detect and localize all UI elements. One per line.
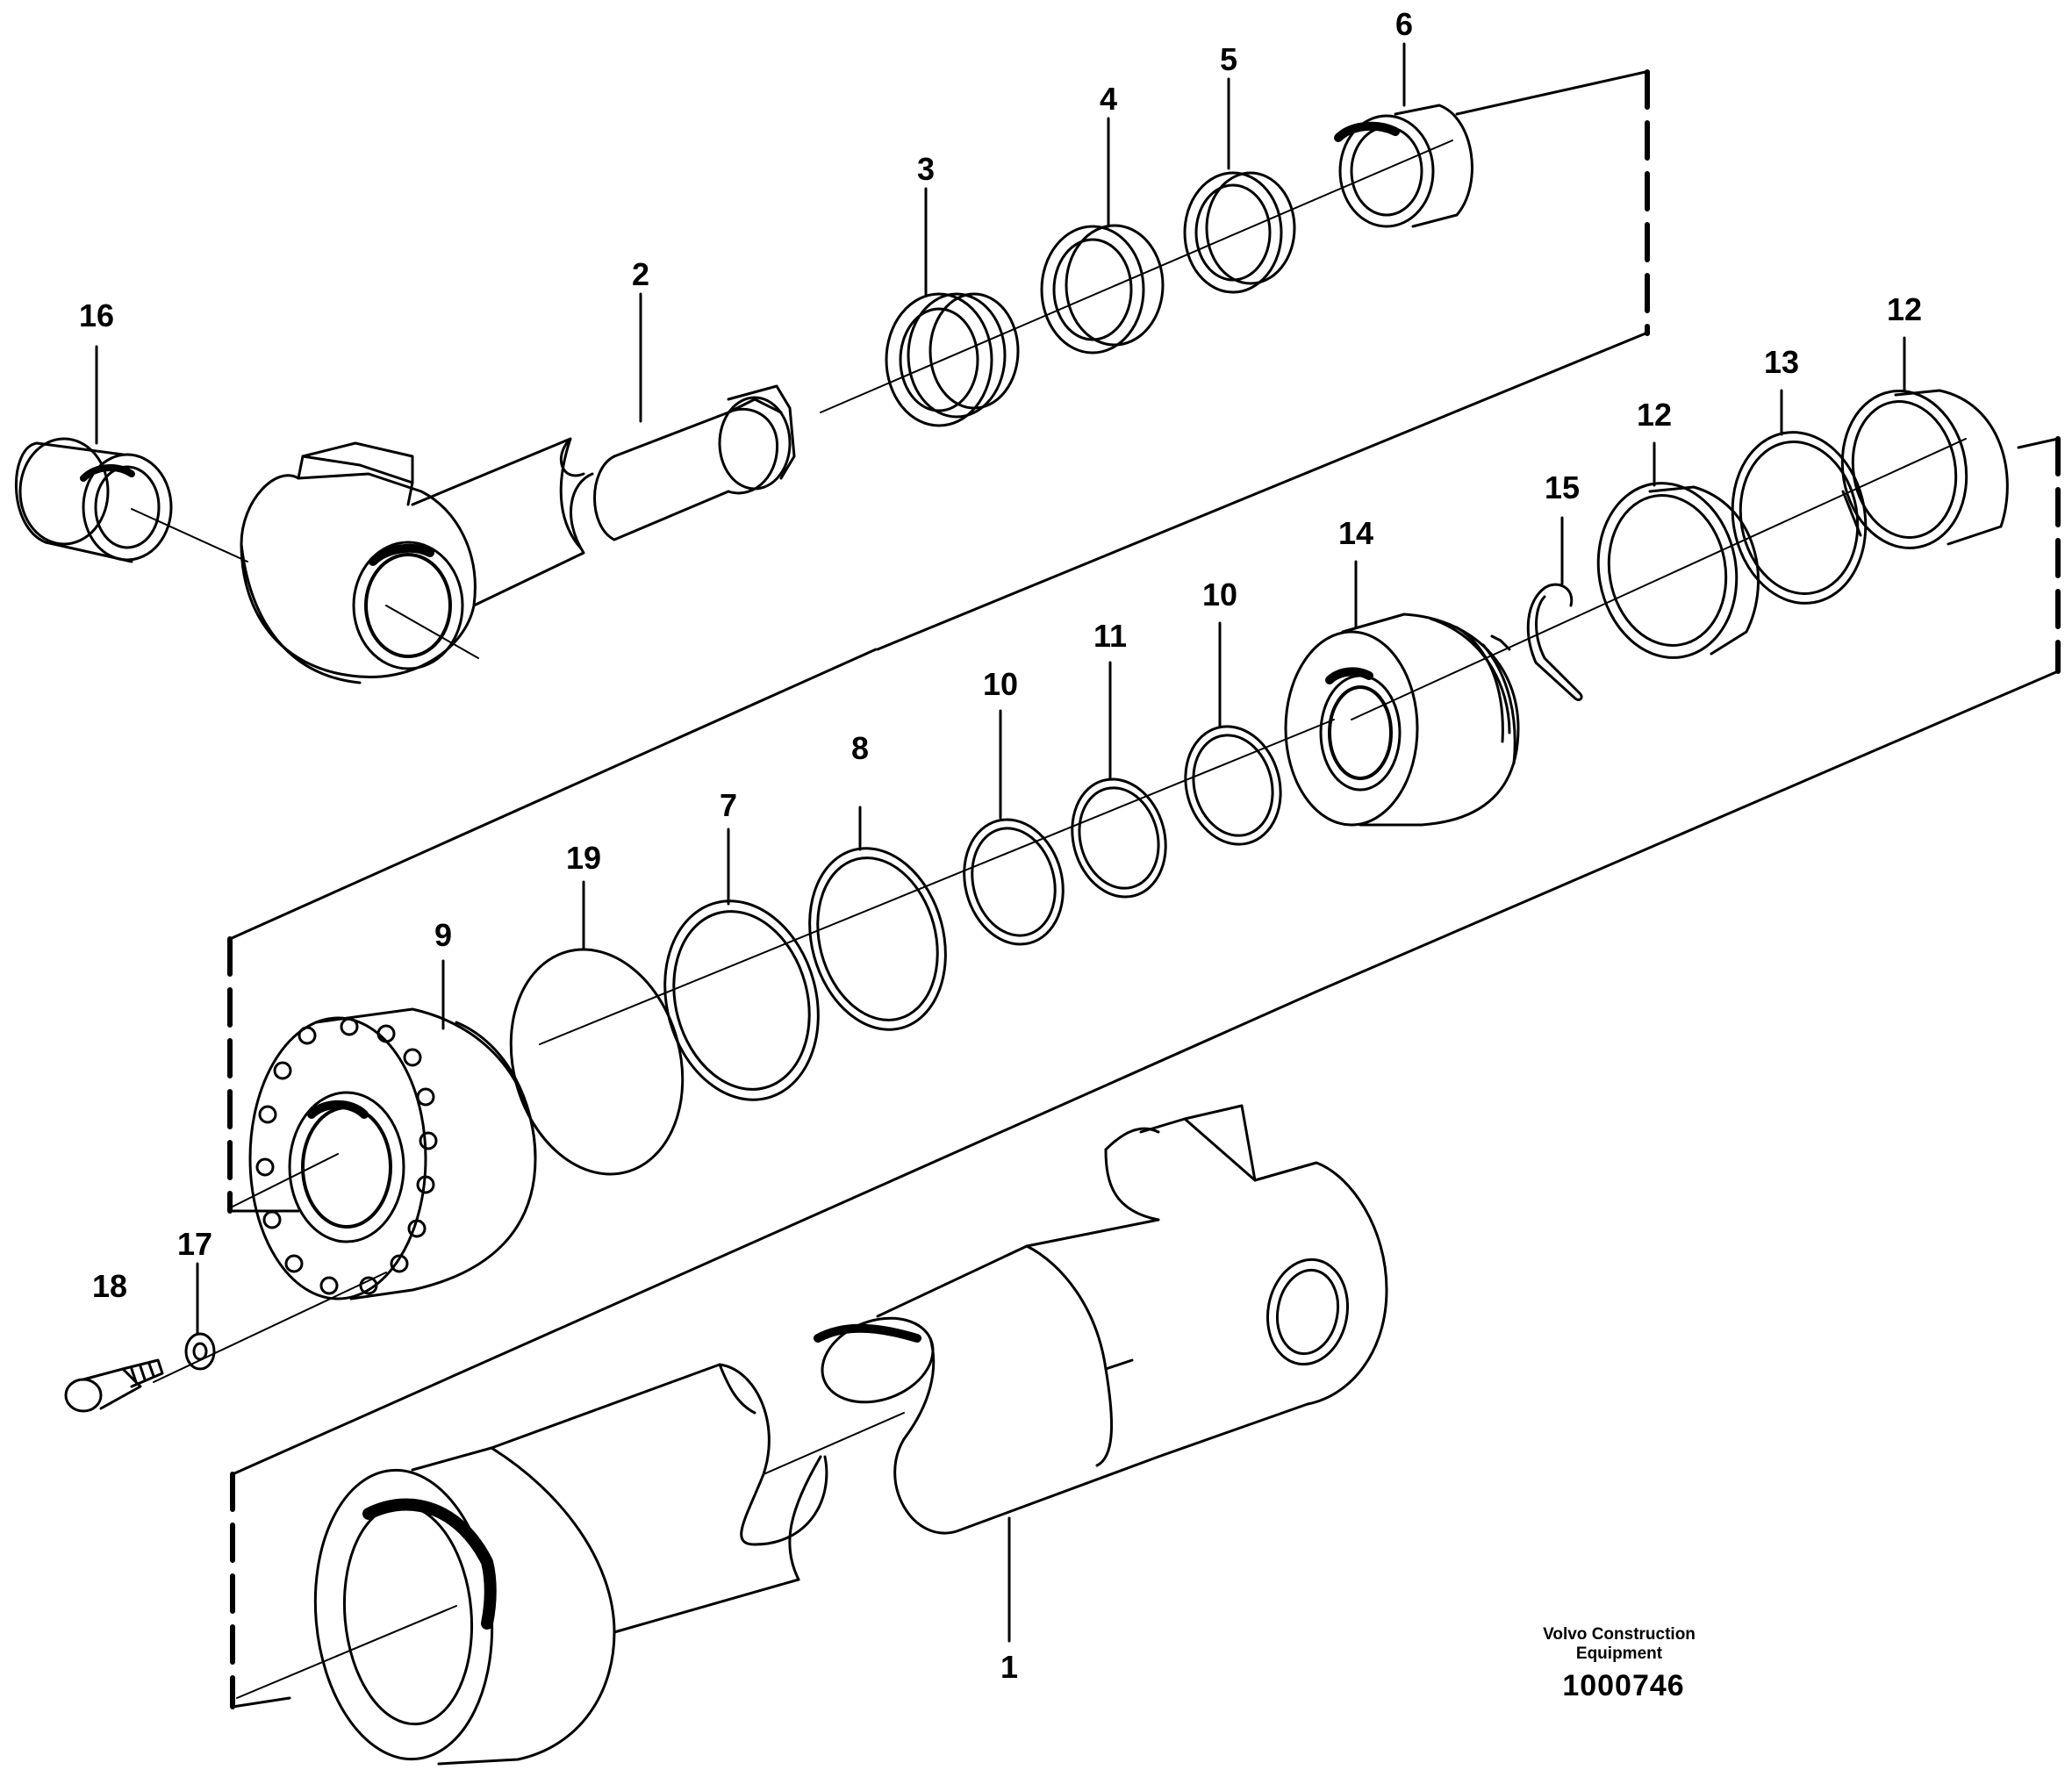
label-part-3: 3 — [917, 151, 935, 187]
label-part-12-right: 12 — [1887, 291, 1922, 327]
o-ring-part-11 — [1071, 777, 1167, 899]
label-part-7: 7 — [720, 787, 737, 823]
part-labels: 6 5 4 3 2 16 12 13 12 15 14 10 11 10 8 7… — [79, 6, 1922, 1685]
label-part-18: 16 — [79, 297, 114, 333]
centerline-head — [232, 1153, 339, 1207]
o-ring-part-10-right — [1184, 725, 1282, 846]
centerline-seals — [539, 719, 1335, 1045]
centerline-rod — [820, 140, 1453, 413]
label-part-17: 17 — [177, 1226, 212, 1262]
label-part-12-left: 12 — [1637, 397, 1672, 433]
leader-lines — [95, 42, 1906, 1643]
piston-rod-part-2 — [240, 384, 796, 684]
guide-ring-part-12-left — [1596, 482, 1760, 659]
piston-part-14 — [1284, 613, 1520, 827]
company-name: Volvo Construction Equipment — [1492, 1625, 1746, 1664]
label-part-10-left: 10 — [983, 666, 1018, 702]
guide-ring-part-12-right — [1840, 389, 2009, 549]
centerline-tube-2 — [763, 1412, 905, 1475]
label-part-19: 19 — [566, 840, 601, 876]
centerline-screw — [153, 1272, 387, 1383]
label-part-4: 4 — [1100, 81, 1117, 117]
label-part-8: 8 — [851, 730, 869, 766]
lock-pin-part-15 — [1526, 583, 1583, 701]
company-line-2: Equipment — [1575, 1644, 1663, 1663]
label-part-11: 11 — [1093, 618, 1127, 654]
cylinder-head-part-9 — [248, 1007, 537, 1301]
bushing-part-18 — [15, 437, 173, 563]
drawing-number: 1000746 — [1562, 1669, 1685, 1702]
label-part-14: 14 — [1338, 515, 1373, 551]
cylinder-tube-part-1 — [313, 1104, 1388, 1766]
label-part-10-right: 10 — [1202, 577, 1237, 613]
washer-part-17 — [184, 1332, 216, 1371]
company-line-1: Volvo Construction — [1543, 1625, 1696, 1644]
seal-ring-part-13 — [1731, 431, 1868, 605]
label-part-5: 5 — [1220, 41, 1237, 77]
centerline-bushing — [131, 508, 248, 562]
centerline-piston-head — [1351, 438, 1967, 720]
centerline-eye — [385, 605, 479, 659]
o-ring-part-8 — [808, 847, 947, 1031]
seal-part-3 — [885, 292, 1020, 427]
label-part-1: 1 — [1000, 1649, 1018, 1685]
seal-ring-part-4 — [1040, 224, 1165, 355]
label-part-13: 13 — [1764, 344, 1799, 380]
boundary-upper — [227, 69, 1650, 1214]
seal-ring-part-5 — [1183, 171, 1296, 294]
boundary-lower — [230, 436, 2061, 1709]
centerline-tube — [236, 1605, 457, 1699]
label-part-6: 6 — [1395, 6, 1413, 42]
o-ring-part-10-left — [963, 818, 1065, 946]
highlight-arcs — [80, 121, 1400, 1630]
o-ring-part-7 — [663, 899, 820, 1101]
label-part-16: 18 — [92, 1268, 127, 1304]
label-part-2: 2 — [632, 256, 649, 292]
screw-part-16 — [64, 1358, 164, 1413]
label-part-15: 15 — [1545, 469, 1580, 505]
label-part-9: 9 — [434, 917, 452, 953]
